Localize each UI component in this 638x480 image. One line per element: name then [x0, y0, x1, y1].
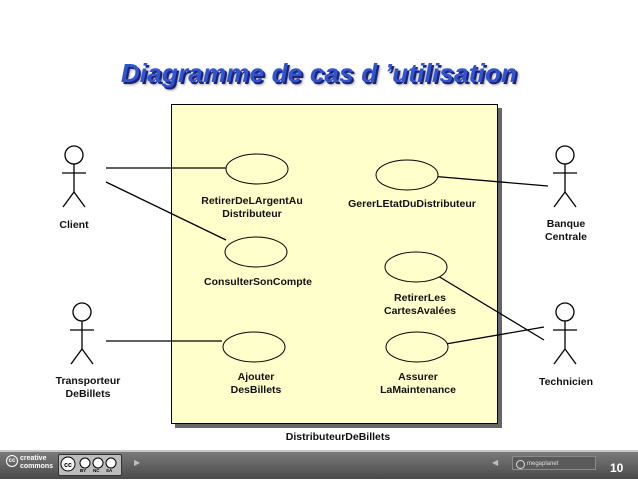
footer-divider: [0, 450, 638, 453]
actor-client-label: Client: [59, 219, 89, 231]
usecase-ajouter-label: Ajouter DesBillets: [218, 371, 294, 397]
cc-line2: commons: [20, 463, 54, 470]
usecase-assurer-label: Assurer LaMaintenance: [368, 371, 468, 397]
cc-license-badge[interactable]: cc BY NC SA: [58, 454, 122, 476]
usecase-cartes-line1: RetirerLes: [394, 292, 446, 304]
actor-technicien-figure: [553, 302, 577, 365]
usecase-gerer-etat: [375, 159, 439, 191]
usecase-cartes-label: RetirerLes CartesAvalées: [372, 292, 468, 318]
cc-license-icons: cc: [60, 456, 117, 472]
nav-prev-icon[interactable]: ◀: [492, 458, 499, 467]
watermark-cc-icon: [516, 460, 525, 469]
actor-transporteur-label: Transporteur DeBillets: [48, 375, 128, 401]
usecase-retirer-cartes: [384, 251, 448, 283]
usecase-retirer-label: RetirerDeLArgentAu Distributeur: [188, 195, 316, 221]
cc-badge-by: BY: [80, 468, 87, 473]
usecase-consulter-compte: [224, 236, 288, 268]
cc-badge-sa: SA: [106, 468, 113, 473]
usecase-assurer-line1: Assurer: [398, 371, 438, 383]
watermark-text: megaplanet: [527, 461, 559, 467]
svg-text:cc: cc: [64, 462, 72, 469]
usecase-assurer-maintenance: [385, 331, 449, 363]
usecase-ajouter-billets: [222, 331, 286, 363]
nav-next-icon[interactable]: ▶: [134, 458, 141, 467]
page-number: 10: [610, 461, 624, 475]
actor-banque-figure: [553, 145, 577, 208]
usecase-cartes-line2: CartesAvalées: [384, 305, 456, 317]
assoc-gerer-banque: [429, 175, 549, 187]
actor-banque-line2: Centrale: [544, 231, 587, 243]
usecase-gerer-label: GererLEtatDuDistributeur: [348, 198, 476, 210]
system-name-label: DistributeurDeBillets: [285, 431, 391, 443]
cc-badge-nc: NC: [93, 468, 100, 473]
cc-line1: creative: [20, 455, 47, 462]
usecase-retirer-argent: [225, 153, 289, 185]
assoc-client-consulter: [105, 181, 227, 241]
usecase-assurer-line2: LaMaintenance: [380, 384, 456, 396]
actor-transporteur-figure: [70, 302, 94, 365]
usecase-retirer-line2: Distributeur: [222, 208, 282, 220]
watermark-box: megaplanet: [512, 456, 596, 470]
cc-icon: cc: [6, 455, 18, 467]
actor-transporteur-line2: DeBillets: [65, 388, 111, 400]
usecase-retirer-line1: RetirerDeLArgentAu: [201, 195, 303, 207]
actor-client-figure: [62, 145, 86, 208]
actor-banque-label: Banque Centrale: [538, 218, 594, 244]
assoc-cartes-technicien: [437, 275, 545, 341]
actor-technicien-label: Technicien: [538, 376, 594, 388]
usecase-ajouter-line1: Ajouter: [237, 371, 275, 383]
assoc-assurer-technicien: [439, 326, 545, 346]
usecase-consulter-label: ConsulterSonCompte: [204, 276, 312, 288]
actor-banque-line1: Banque: [546, 218, 586, 230]
slide-title: Diagramme de cas d ’utilisation: [120, 58, 518, 88]
creative-commons-logo: cc creative commons: [6, 455, 54, 473]
actor-transporteur-line1: Transporteur: [55, 375, 121, 387]
usecase-ajouter-line2: DesBillets: [230, 384, 282, 396]
